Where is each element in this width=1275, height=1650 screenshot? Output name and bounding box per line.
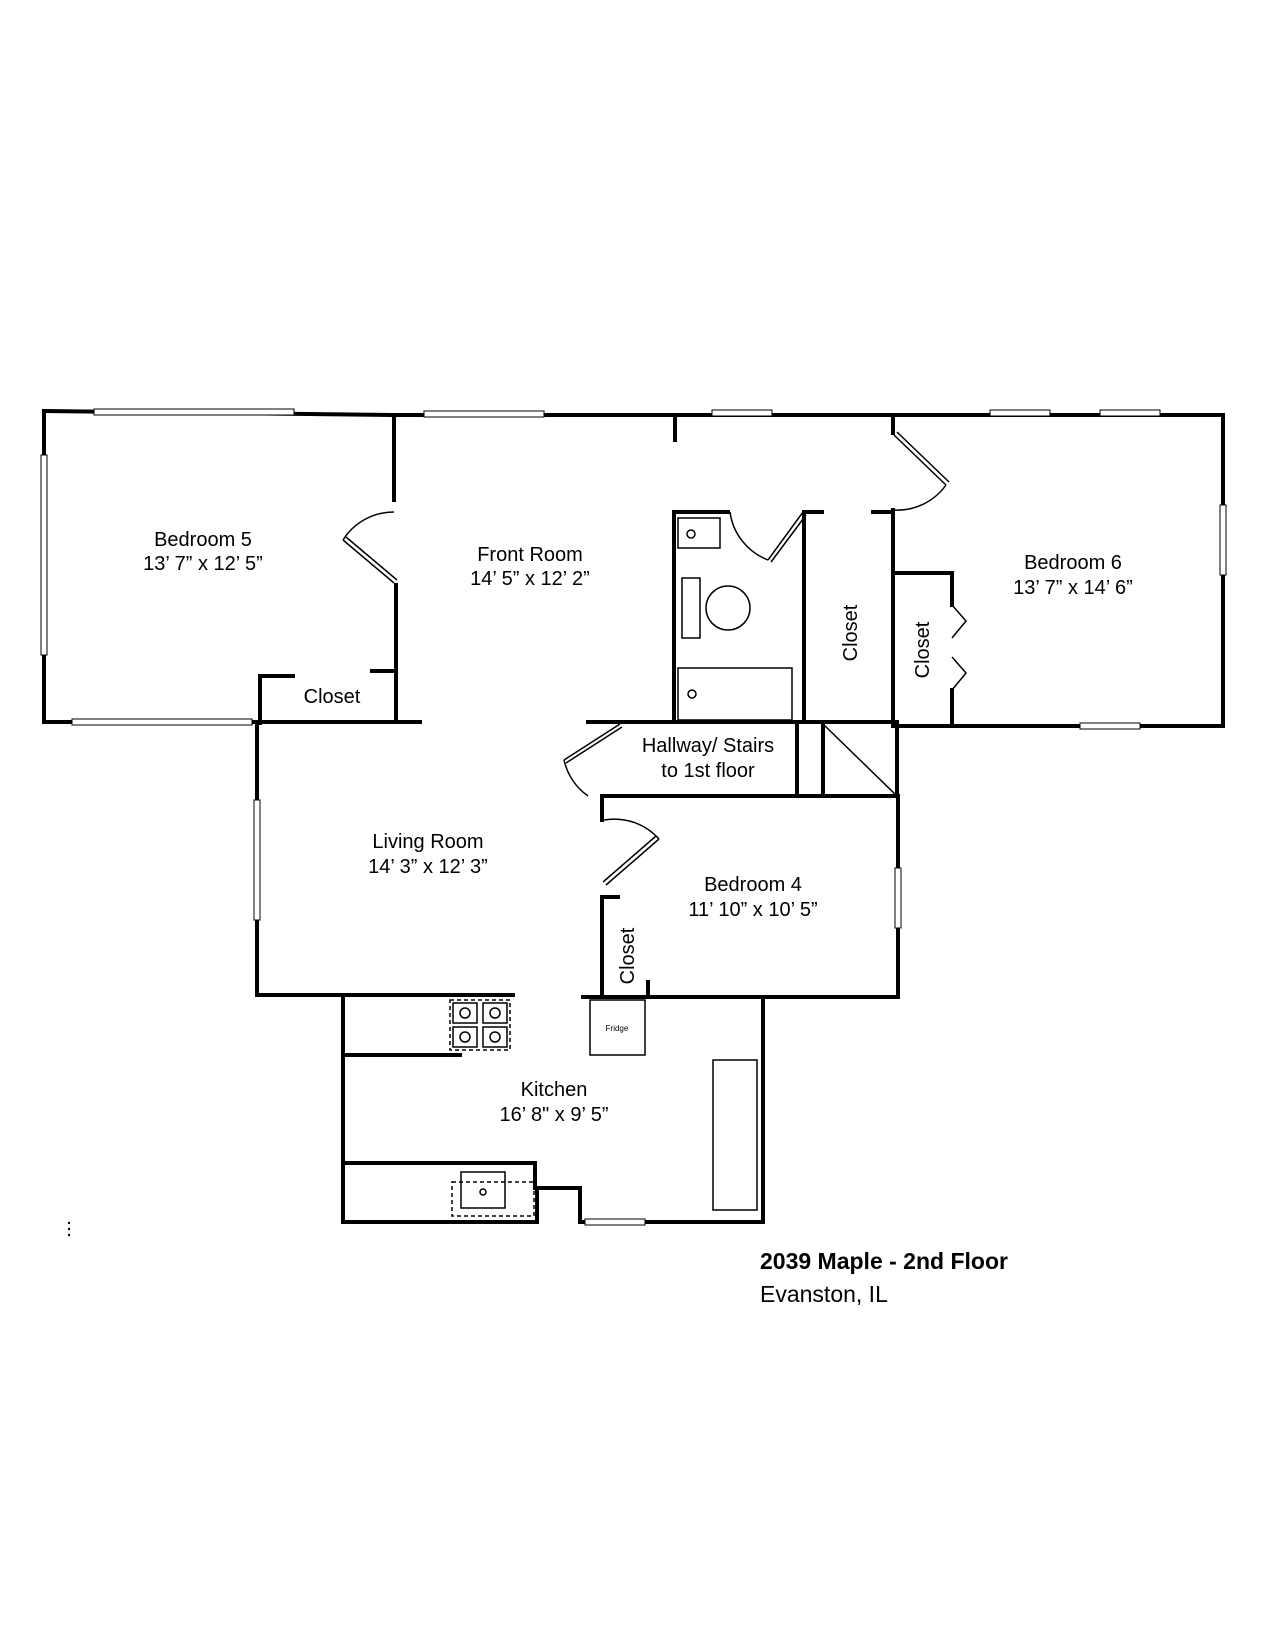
stove bbox=[449, 999, 511, 1051]
front-room-name: Front Room bbox=[477, 544, 583, 566]
hallway-name2: to 1st floor bbox=[661, 760, 755, 782]
bedroom4-name: Bedroom 4 bbox=[704, 874, 802, 896]
plan-caption: 2039 Maple - 2nd Floor Evanston, IL bbox=[760, 1248, 1008, 1308]
fridge: Fridge bbox=[589, 999, 646, 1056]
bedroom5-size: 13’ 7” x 12’ 5” bbox=[143, 553, 263, 575]
stairs bbox=[822, 723, 898, 797]
living-room-size: 14’ 3” x 12’ 3” bbox=[368, 856, 488, 878]
hallway-name: Hallway/ Stairs bbox=[642, 735, 774, 757]
room-labels: Bedroom 5 13’ 7” x 12’ 5” Front Room 14’… bbox=[143, 529, 1133, 1126]
bathroom-fixtures bbox=[677, 517, 793, 721]
bedroom6-size: 13’ 7” x 14’ 6” bbox=[1013, 577, 1133, 599]
closet-b5-label: Closet bbox=[304, 686, 361, 708]
doors bbox=[342, 431, 967, 886]
front-room-size: 14’ 5” x 12’ 2” bbox=[470, 568, 590, 590]
bedroom4-size: 11’ 10” x 10’ 5” bbox=[688, 899, 817, 921]
city-subtitle: Evanston, IL bbox=[760, 1281, 888, 1307]
kitchen-name: Kitchen bbox=[521, 1079, 588, 1101]
kitchen-size: 16’ 8" x 9’ 5” bbox=[499, 1104, 608, 1126]
address-title: 2039 Maple - 2nd Floor bbox=[760, 1248, 1008, 1274]
sink bbox=[451, 1171, 535, 1217]
closet-center-label: Closet bbox=[840, 604, 862, 661]
fridge-label: Fridge bbox=[606, 1024, 629, 1033]
bedroom6-name: Bedroom 6 bbox=[1024, 552, 1122, 574]
margin-mark bbox=[67, 1221, 71, 1237]
windows bbox=[40, 408, 1227, 1226]
living-room-name: Living Room bbox=[372, 831, 483, 853]
counter bbox=[712, 1059, 758, 1211]
bedroom5-name: Bedroom 5 bbox=[154, 529, 252, 551]
closet-b4-label: Closet bbox=[617, 927, 639, 984]
closet-b6-label: Closet bbox=[912, 621, 934, 678]
